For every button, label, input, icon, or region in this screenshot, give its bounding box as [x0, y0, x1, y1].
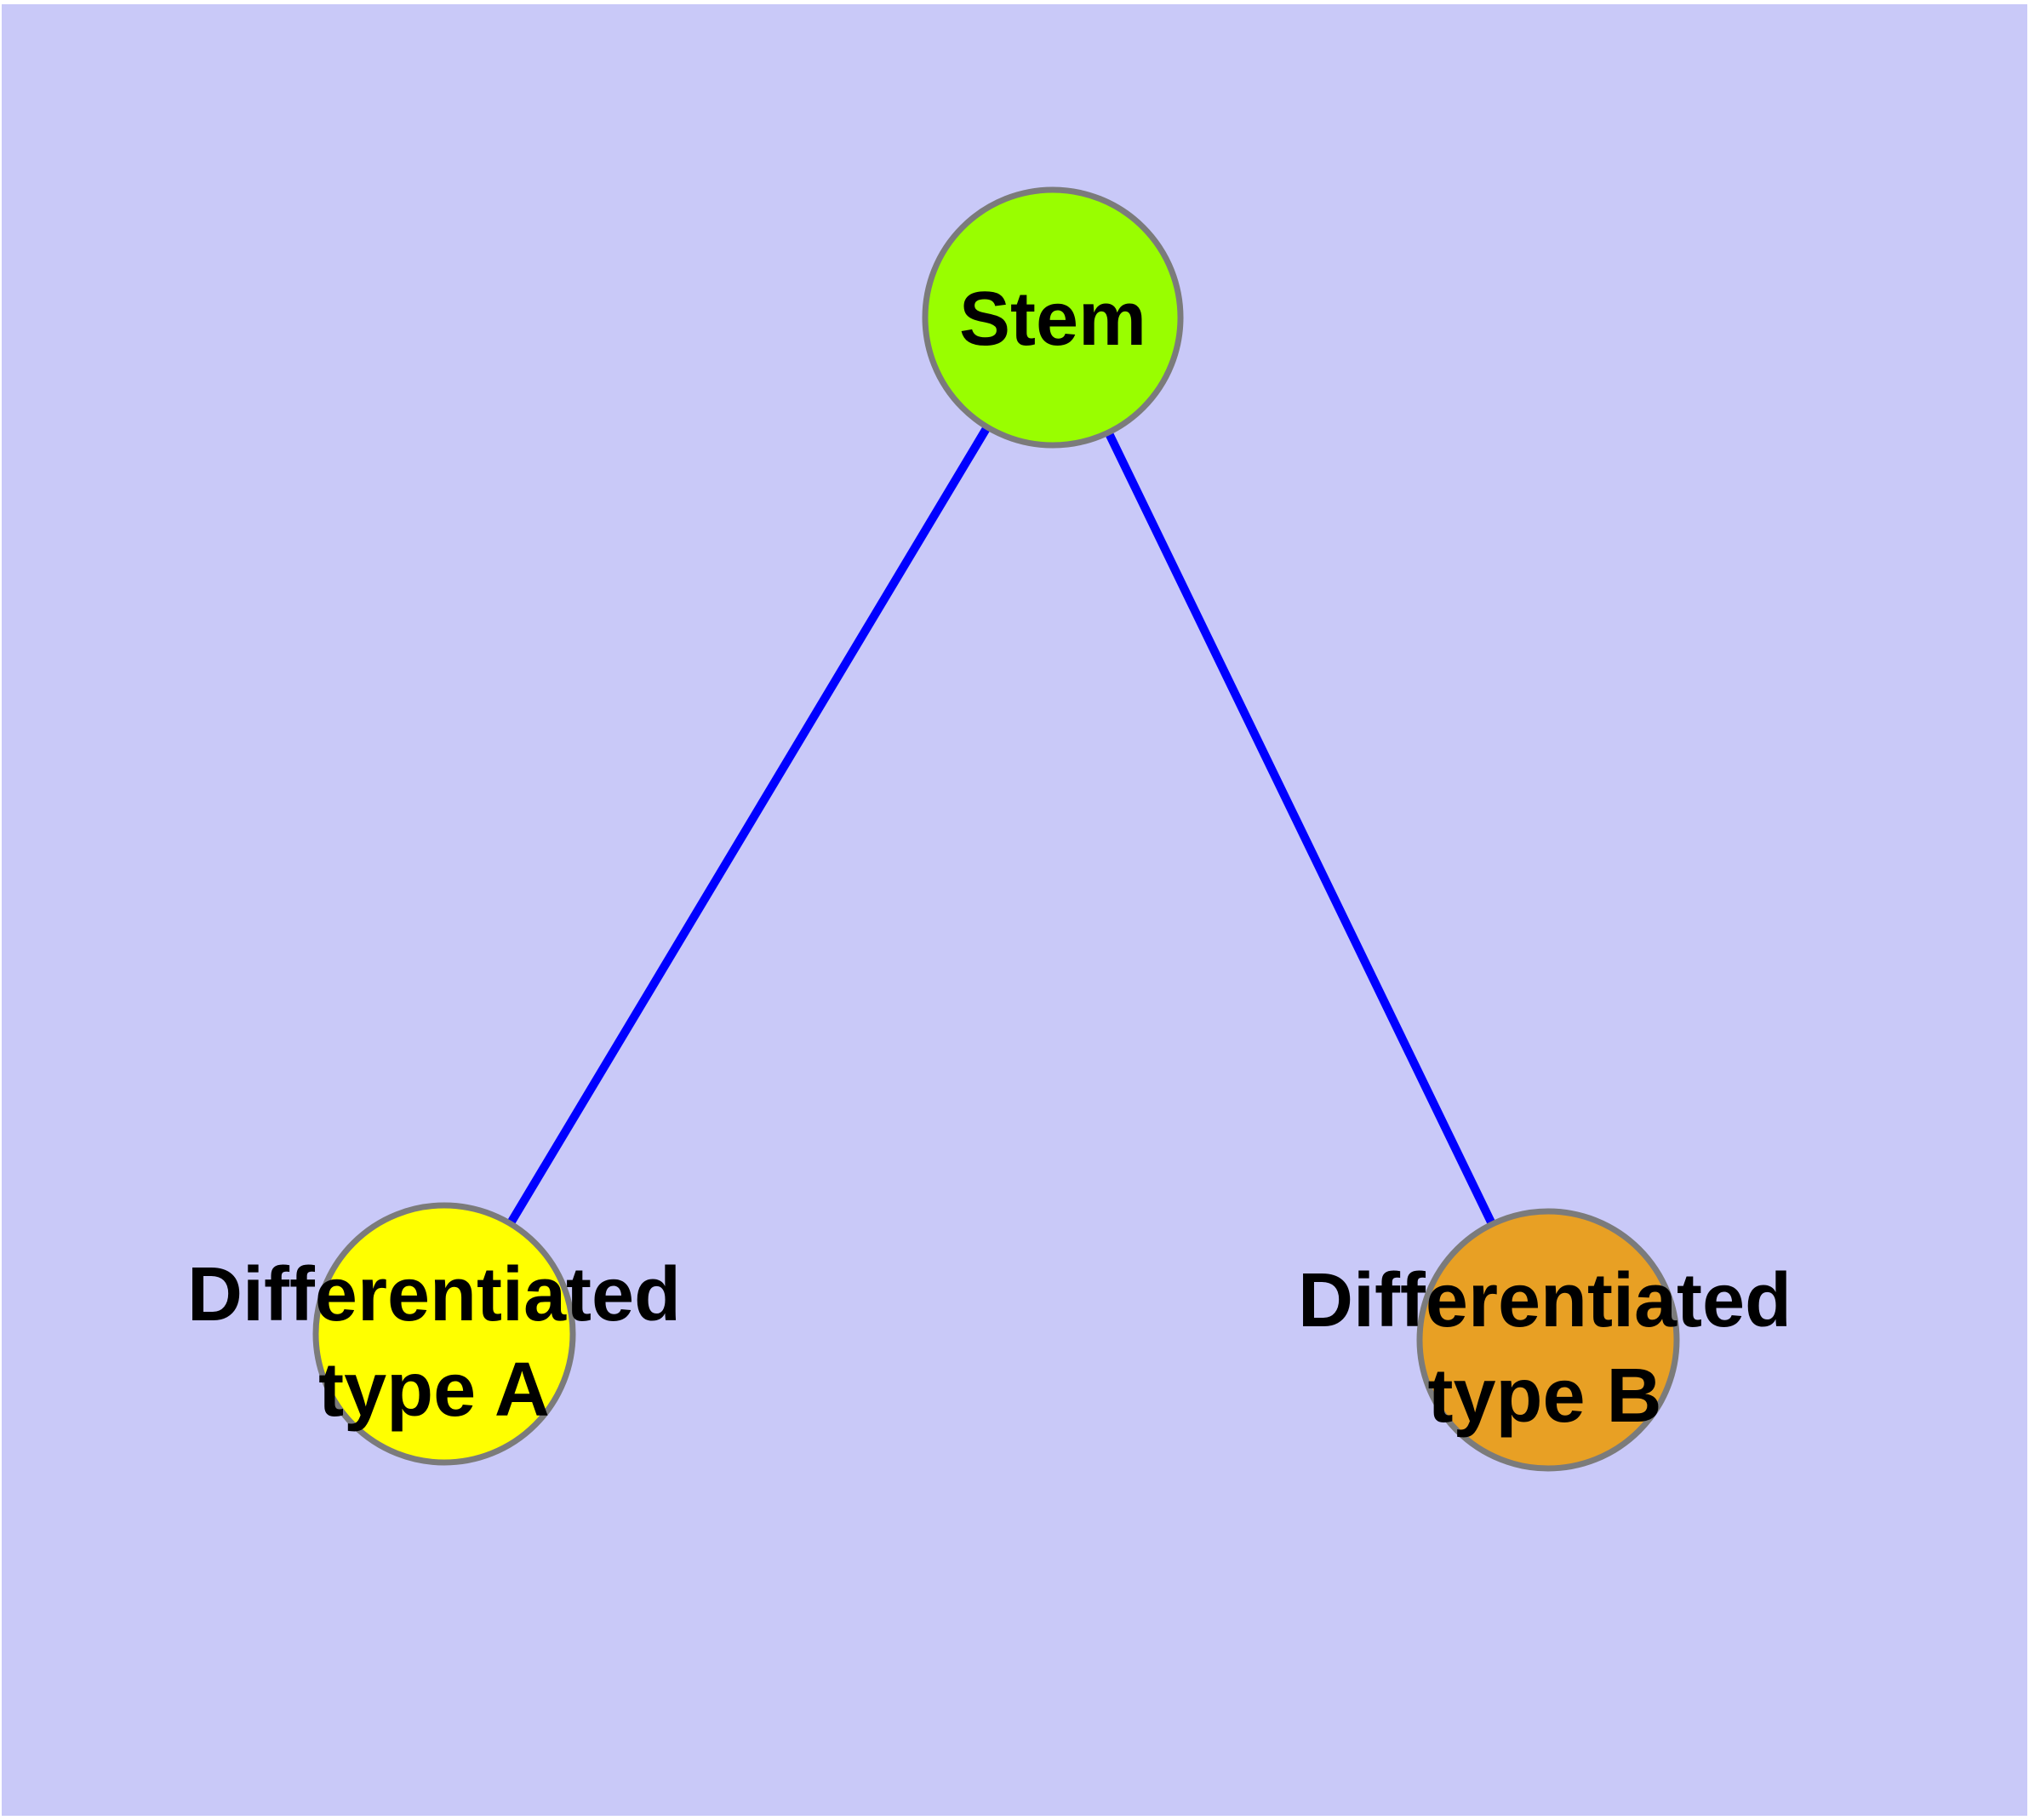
edge-stem-to-type-b: [1049, 315, 1552, 1342]
edge-stem-to-type-a: [440, 315, 1057, 1336]
node-stem-label: Stem: [959, 277, 1146, 362]
node-type-a-label-line2: type A: [318, 1348, 550, 1433]
node-type-a-label-line1: Differentiated: [187, 1252, 681, 1337]
node-type-b-label-line1: Differentiated: [1298, 1258, 1792, 1343]
node-type-b-label-line2: type B: [1427, 1354, 1661, 1439]
node-differentiated-type-b: [1416, 1208, 1680, 1472]
node-differentiated-type-a: [312, 1202, 576, 1466]
node-stem: [922, 186, 1184, 449]
